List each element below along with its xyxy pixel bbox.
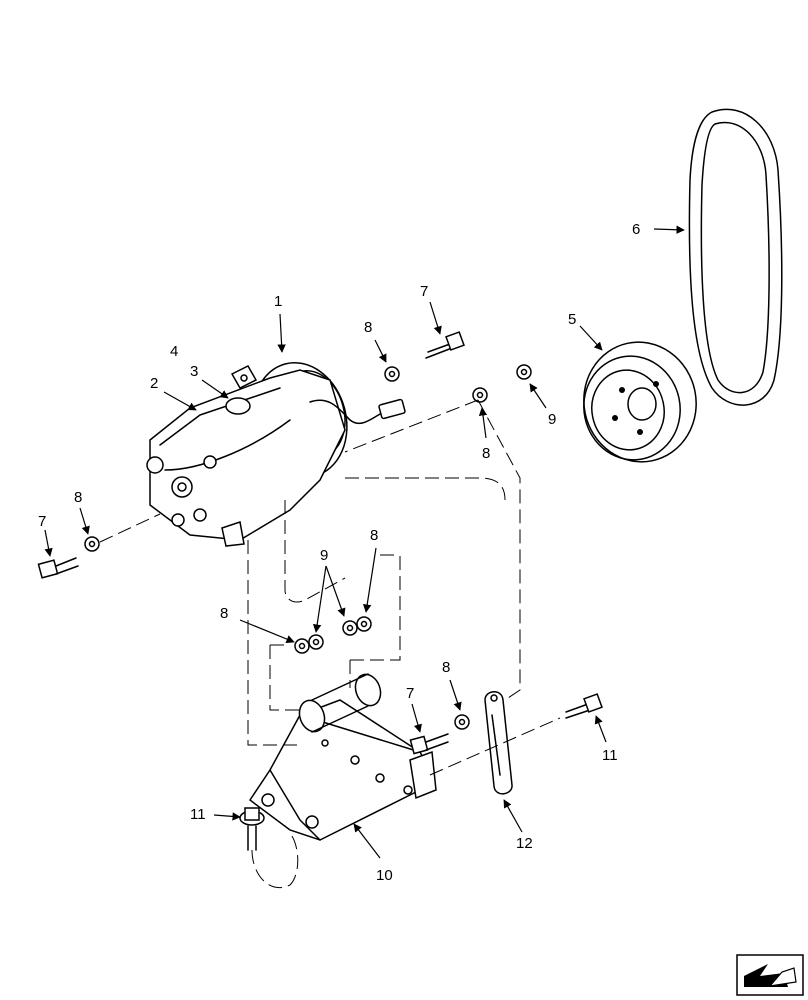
callout-7-bracket: 7 [406, 685, 414, 702]
callout-11-left: 11 [190, 806, 206, 823]
callout-5: 5 [568, 311, 576, 328]
callout-9-right: 9 [548, 411, 556, 428]
mounting-bracket [248, 673, 437, 841]
bolt-7-bracket [409, 733, 449, 755]
leader-arrows [44, 225, 685, 859]
next-page-arrow-icon[interactable] [736, 954, 804, 996]
drive-belt [688, 108, 783, 406]
adjusting-strap [484, 691, 513, 795]
ac-compressor [146, 361, 406, 547]
callout-7-top: 7 [420, 283, 428, 300]
callout-10: 10 [376, 867, 393, 884]
bolt-11-left [239, 807, 265, 851]
assembly-lines [99, 399, 561, 888]
pulley [583, 341, 697, 463]
callout-3: 3 [190, 363, 198, 380]
bolt-7-left [37, 557, 79, 579]
callout-6: 6 [632, 221, 640, 238]
callout-8-left: 8 [74, 489, 82, 506]
callout-11-right: 11 [602, 747, 618, 764]
callout-8-right: 8 [482, 445, 490, 462]
callout-8-mid-right: 8 [370, 527, 378, 544]
callout-7-left: 7 [38, 513, 46, 530]
callout-9-mid: 9 [320, 547, 328, 564]
callout-8-mid-left: 8 [220, 605, 228, 622]
callout-12: 12 [516, 835, 533, 852]
callout-2: 2 [150, 375, 158, 392]
callout-8-top: 8 [364, 319, 372, 336]
callout-labels: 1 2 3 4 5 6 7 7 7 8 8 8 8 8 8 9 9 10 11 … [38, 221, 640, 884]
callout-8-bracket: 8 [442, 659, 450, 676]
washers-and-nuts [84, 364, 532, 730]
bolt-7-top [425, 331, 465, 359]
bolt-11-right [565, 693, 603, 719]
callout-1: 1 [274, 293, 282, 310]
callout-4: 4 [170, 343, 178, 360]
